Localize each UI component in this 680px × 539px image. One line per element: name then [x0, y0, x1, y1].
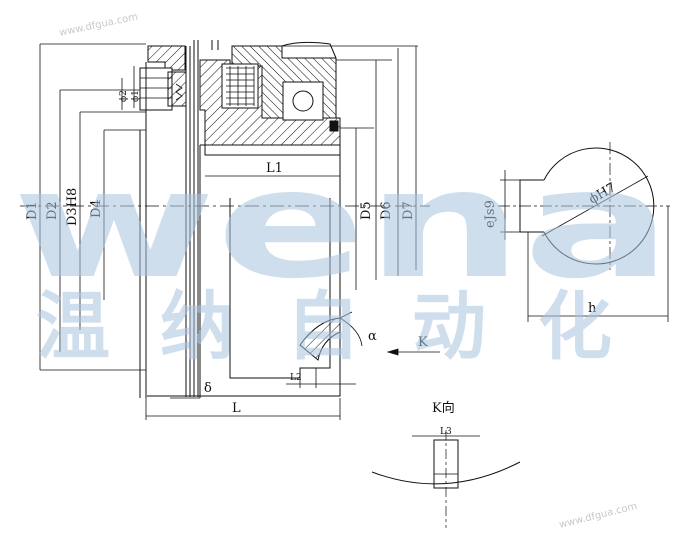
- label-d7: D7: [401, 201, 416, 220]
- label-d6: D6: [379, 201, 394, 220]
- label-l1: L1: [266, 161, 283, 176]
- watermark-cn-4: 动: [412, 284, 486, 370]
- housing-hatch-top: [147, 45, 186, 71]
- label-d2: D2: [45, 201, 60, 220]
- label-h: h: [588, 301, 597, 316]
- watermark-cn-5: 化: [538, 284, 612, 370]
- jaw-hatch: [299, 317, 341, 361]
- watermark-site-bottom: www.dfgua.com: [558, 501, 638, 531]
- watermark-cn-3: 自: [286, 284, 360, 370]
- watermark-brand: wena: [12, 138, 672, 312]
- k-view-detail: [371, 430, 521, 528]
- watermark-cn-1: 温: [36, 284, 110, 370]
- label-k: K: [418, 335, 428, 350]
- label-delta: δ: [204, 381, 212, 396]
- watermark: wena 温 纳 自 动 化 www.dfgua.com www.dfgua.c…: [12, 12, 672, 531]
- dimensions: [39, 43, 440, 420]
- label-k-view: K向: [432, 400, 455, 416]
- label-d4: D4: [89, 199, 104, 218]
- key-block: [329, 120, 339, 132]
- label-l2: L2: [290, 373, 302, 383]
- label-phi2: ϕ2: [119, 90, 129, 102]
- label-l: L: [232, 401, 241, 416]
- watermark-cn-2: 纳: [160, 284, 234, 370]
- label-alpha: α: [368, 329, 377, 344]
- keyway-detail: [498, 142, 670, 322]
- label-d3h8: D3H8: [65, 188, 80, 226]
- label-ejs9: eJs9: [483, 200, 498, 228]
- label-d5: D5: [359, 201, 374, 220]
- label-l3: L3: [440, 427, 452, 437]
- label-phi1: ϕ1: [131, 90, 141, 102]
- section-view: [139, 40, 341, 398]
- watermark-site-top: www.dfgua.com: [58, 12, 139, 39]
- label-d1: D1: [25, 201, 40, 220]
